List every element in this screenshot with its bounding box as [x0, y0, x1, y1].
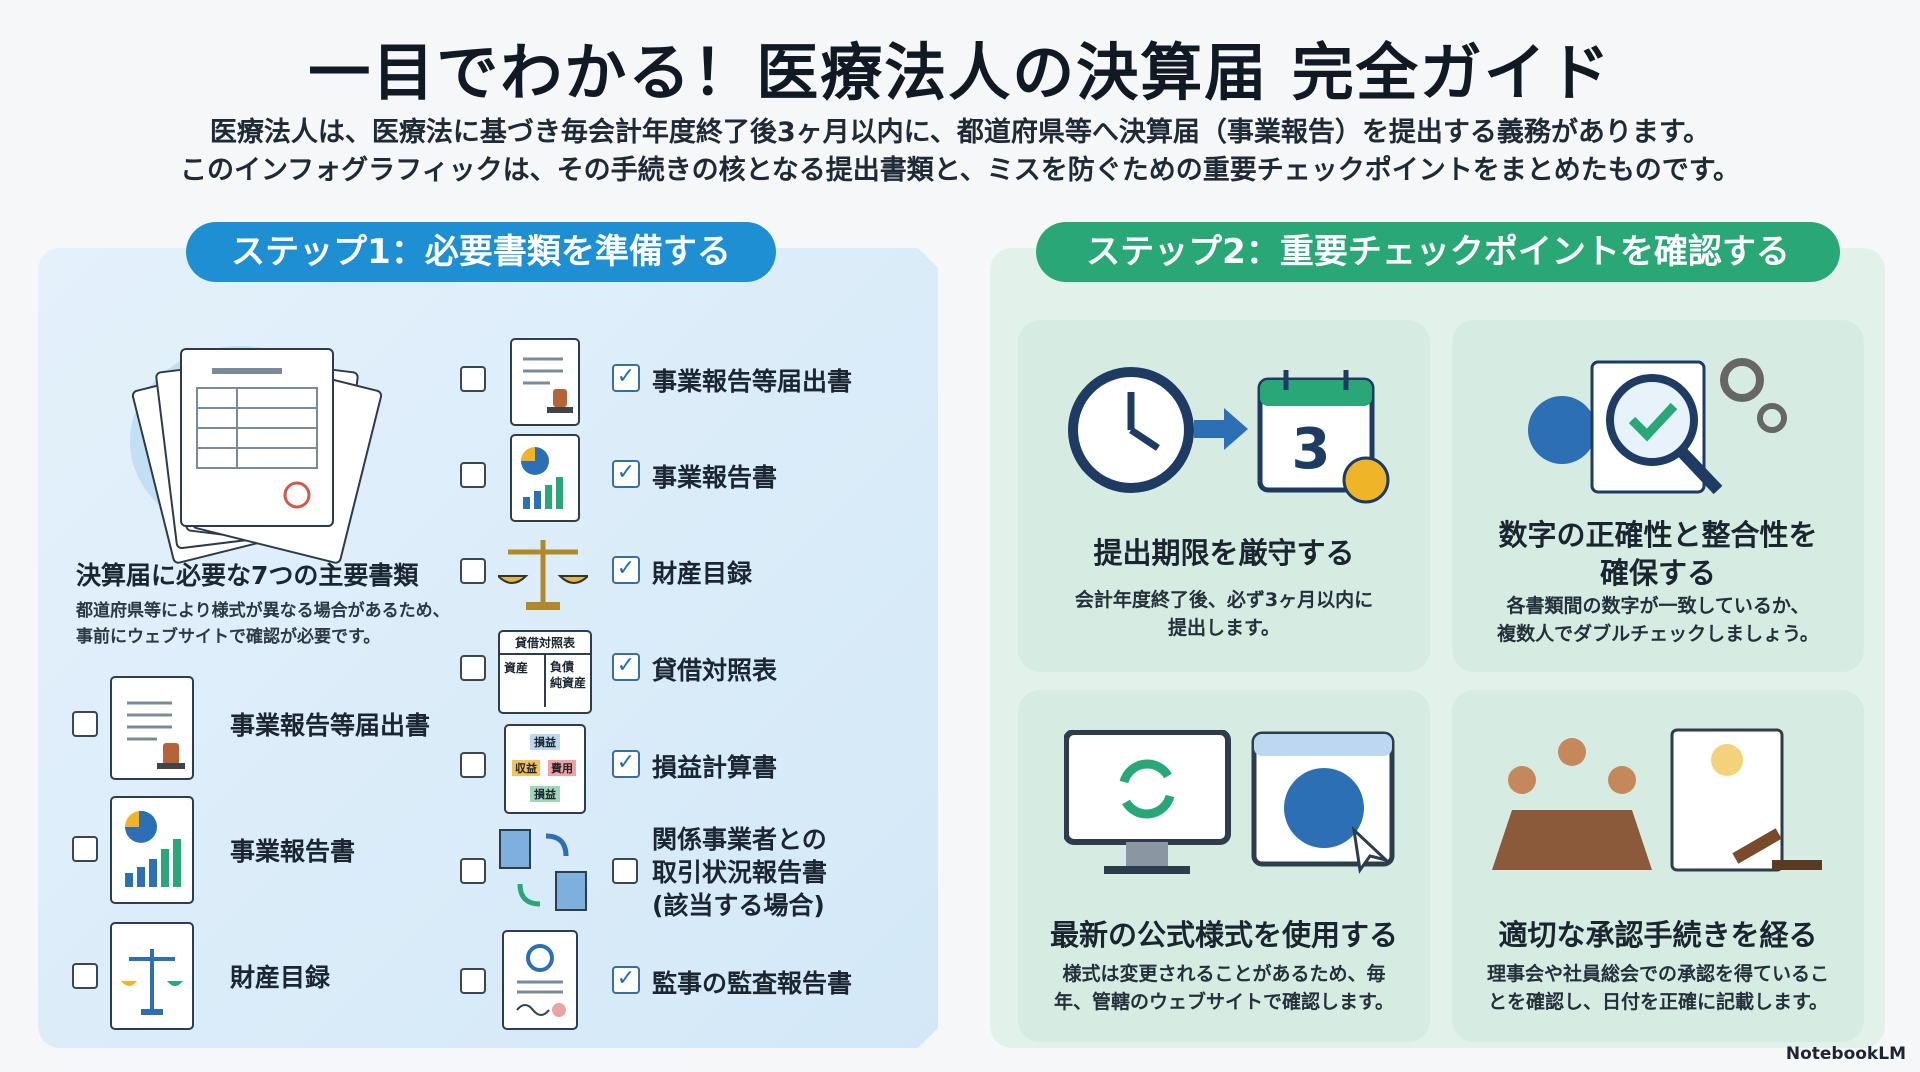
left-item-1: 事業報告等届出書	[230, 711, 431, 740]
income-statement-icon: 損益 収益 費用 損益	[504, 724, 586, 814]
document-stack-icon	[120, 340, 384, 565]
right-item-5: 損益計算書	[652, 753, 778, 782]
checkpoint-card-deadline: 3 提出期限を厳守する 会計年度終了後、必ず3ヶ月以内に 提出します。	[1018, 320, 1430, 672]
card-title: 最新の公式様式を使用する	[1049, 918, 1398, 952]
report-chart-icon	[510, 434, 580, 522]
card-desc-line1: 理事会や社員総会での承認を得ているこ	[1486, 963, 1829, 985]
card-desc-line1: 会計年度終了後、必ず3ヶ月以内に	[1074, 589, 1374, 611]
checkbox-right-5[interactable]	[460, 752, 486, 778]
page-title: 一目でわかる！医療法人の決算届 完全ガイド	[308, 36, 1612, 109]
check-icon[interactable]: ✓	[612, 966, 640, 994]
right-item-3: 財産目録	[652, 559, 753, 588]
step1-heading: 決算届に必要な7つの主要書類	[76, 561, 419, 590]
checkpoint-card-approval: 適切な承認手続きを経る 理事会や社員総会での承認を得ているこ とを確認し、日付を…	[1452, 690, 1864, 1042]
svg-text:3: 3	[1292, 417, 1331, 482]
checkbox-left-1[interactable]	[72, 711, 98, 737]
scale-icon	[495, 530, 591, 618]
step2-label: ステップ2：重要チェックポイントを確認する	[1036, 222, 1840, 282]
step1-note-line1: 都道府県等により様式が異なる場合があるため、	[76, 601, 450, 621]
card-title-line1: 数字の正確性と整合性を	[1498, 518, 1818, 552]
right-item-7: 監事の監査報告書	[652, 969, 853, 998]
report-chart-icon	[110, 796, 194, 904]
magnifier-gear-icon	[1522, 340, 1802, 504]
checkbox-right-1[interactable]	[460, 366, 486, 392]
checkbox-right-2[interactable]	[460, 462, 486, 488]
card-desc-line2: 提出します。	[1167, 617, 1281, 639]
subtitle-line-1: 医療法人は、医療法に基づき毎会計年度終了後3ヶ月以内に、都道府県等へ決算届（事業…	[209, 117, 1711, 148]
right-item-1: 事業報告等届出書	[652, 367, 853, 396]
clock-calendar-icon: 3	[1066, 360, 1406, 514]
related-business-icon	[496, 826, 592, 918]
check-icon[interactable]: ✓	[612, 364, 640, 392]
checkpoint-card-latest-form: 最新の公式様式を使用する 様式は変更されることがあるため、毎 年、管轄のウェブサ…	[1018, 690, 1430, 1042]
card-title: 提出期限を厳守する	[1093, 536, 1355, 570]
card-desc-line2: とを確認し、日付を正確に記載します。	[1487, 991, 1829, 1013]
checkbox-right-6[interactable]	[460, 858, 486, 884]
card-title-line2: 確保する	[1599, 556, 1716, 590]
card-desc-line2: 年、管轄のウェブサイトで確認します。	[1053, 991, 1395, 1013]
check-icon[interactable]: ✓	[612, 556, 640, 584]
card-title: 適切な承認手続きを経る	[1498, 918, 1818, 952]
step1-note-line2: 事前にウェブサイトで確認が必要です。	[76, 627, 381, 647]
right-item-4: 貸借対照表	[652, 656, 778, 685]
checkbox-left-3[interactable]	[72, 963, 98, 989]
step1-label: ステップ1：必要書類を準備する	[186, 222, 776, 282]
refresh-globe-icon	[1063, 729, 1404, 894]
brand-label: NotebookLM	[1785, 1044, 1906, 1064]
checkbox-left-2[interactable]	[72, 836, 98, 862]
checkbox-right-4[interactable]	[460, 655, 486, 681]
right-item-6-line1: 関係事業者との	[652, 825, 827, 854]
left-item-2: 事業報告書	[230, 837, 356, 866]
checkbox-right-3[interactable]	[460, 558, 486, 584]
balance-sheet-icon: 貸借対照表 資産 負債純資産	[498, 630, 592, 714]
checkpoint-card-accuracy: 数字の正確性と整合性を 確保する 各書類間の数字が一致しているか、 複数人でダブ…	[1452, 320, 1864, 672]
scale-icon	[110, 922, 194, 1030]
left-item-3: 財産目録	[230, 963, 331, 992]
card-desc-line1: 各書類間の数字が一致しているか、	[1506, 595, 1810, 617]
checkbox-right-6b[interactable]	[612, 858, 638, 884]
card-desc-line1: 様式は変更されることがあるため、毎	[1062, 963, 1386, 985]
checkbox-right-7[interactable]	[460, 968, 486, 994]
check-icon[interactable]: ✓	[612, 653, 640, 681]
form-stamp-icon	[110, 676, 194, 780]
audit-report-icon	[502, 930, 578, 1030]
form-stamp-icon	[510, 338, 580, 426]
right-item-6-line3: (該当する場合)	[652, 891, 825, 920]
card-desc-line2: 複数人でダブルチェックしましょう。	[1497, 623, 1819, 645]
subtitle-line-2: このインフォグラフィックは、その手続きの核となる提出書類と、ミスを防ぐための重要…	[179, 155, 1741, 186]
meeting-gavel-icon	[1482, 720, 1832, 884]
right-item-2: 事業報告書	[652, 463, 778, 492]
right-item-6-line2: 取引状況報告書	[652, 858, 828, 887]
check-icon[interactable]: ✓	[612, 750, 640, 778]
check-icon[interactable]: ✓	[612, 460, 640, 488]
